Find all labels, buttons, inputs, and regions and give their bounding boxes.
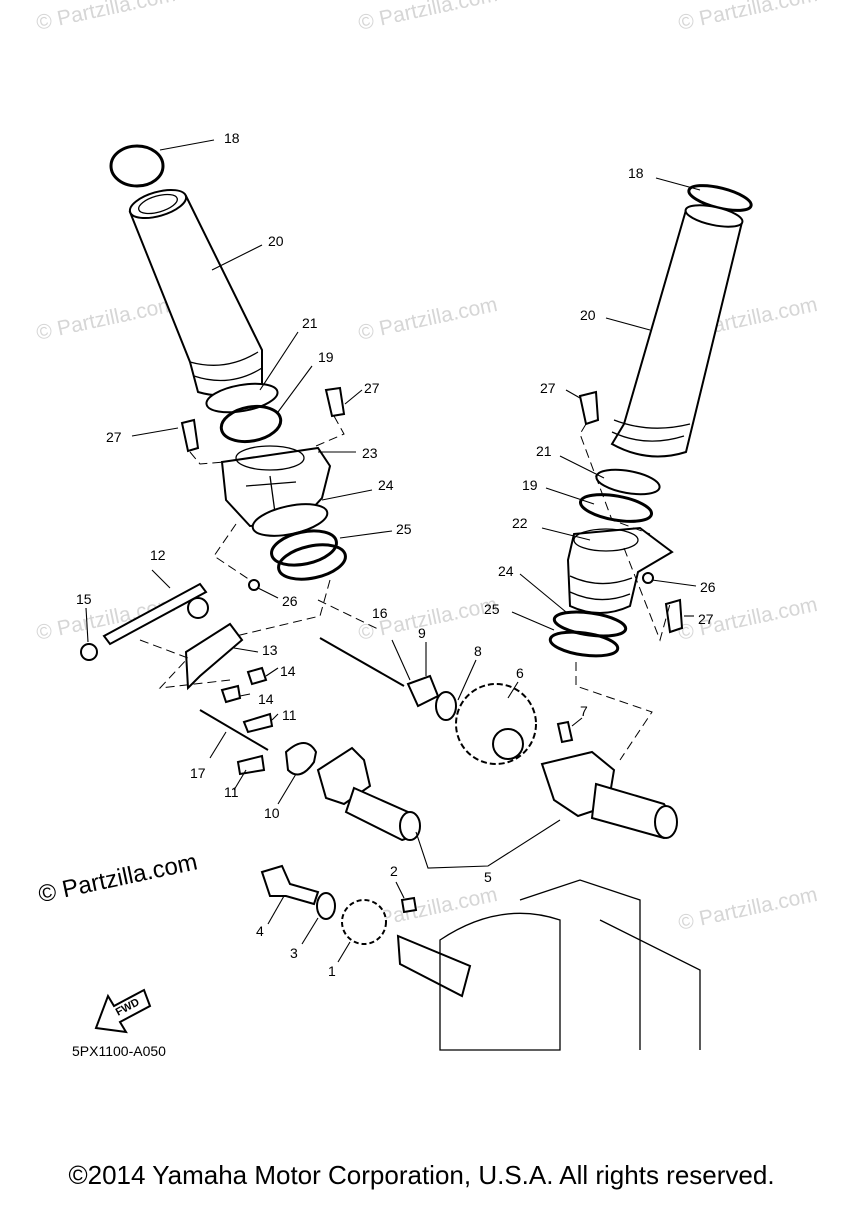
key-7 — [556, 720, 574, 744]
push-rod-tube-20-right — [610, 208, 744, 458]
callout-22: 22 — [512, 515, 528, 531]
nut-9 — [406, 674, 440, 708]
callout-24: 24 — [498, 563, 514, 579]
lifter-linkage — [80, 569, 318, 805]
callout-27: 27 — [698, 611, 714, 627]
callout-19: 19 — [318, 349, 334, 365]
callout-20: 20 — [268, 233, 284, 249]
watermark-layer: © Partzilla.com © Partzilla.com © Partzi… — [34, 0, 819, 935]
callout-21: 21 — [536, 443, 552, 459]
o-ring-19-right — [578, 493, 654, 523]
callout-11: 11 — [224, 784, 239, 800]
bolt-14-b — [220, 684, 242, 704]
watermark: © Partzilla.com — [356, 293, 499, 345]
lever-13 — [184, 622, 244, 691]
callout-25: 25 — [396, 521, 412, 537]
right-tube-assembly — [511, 177, 753, 761]
callout-25: 25 — [484, 601, 500, 617]
callout-19: 19 — [522, 477, 538, 493]
fwd-arrow-icon: FWD — [94, 988, 152, 1034]
callout-1: 1 — [328, 963, 336, 979]
push-rod-tube-20-left — [128, 194, 263, 397]
callout-23: 23 — [362, 445, 378, 461]
dowel-26-right — [642, 572, 654, 584]
left-tube-assembly — [109, 139, 393, 637]
callout-27: 27 — [106, 429, 122, 445]
o-ring-25-left-a — [270, 529, 338, 567]
callout-14: 14 — [258, 691, 274, 707]
bolt-14-a — [246, 666, 268, 686]
pin-16 — [319, 637, 405, 687]
callout-21: 21 — [302, 315, 318, 331]
camshaft-left — [316, 746, 421, 842]
callout-18: 18 — [224, 130, 240, 146]
callout-16: 16 — [372, 605, 388, 621]
callout-9: 9 — [418, 625, 426, 641]
callout-13: 13 — [262, 642, 278, 658]
crankcase-outline — [439, 912, 561, 1051]
callout-6: 6 — [516, 665, 524, 681]
callout-27: 27 — [540, 380, 556, 396]
bolt-27-left-a — [180, 418, 200, 453]
washer-3 — [316, 892, 336, 920]
watermark: © Partzilla.com — [34, 293, 177, 345]
dowel-26-left — [248, 579, 260, 591]
tube-holder-22 — [566, 526, 674, 614]
seal-21-right — [595, 468, 661, 496]
crank-gear-group — [260, 864, 701, 1051]
center-idler-group — [319, 637, 583, 765]
shaft-12 — [102, 582, 208, 646]
bolt-4 — [260, 864, 320, 906]
crankshaft — [396, 934, 472, 998]
bolt-11-b — [236, 754, 266, 776]
callout-26: 26 — [282, 593, 298, 609]
o-ring-19-left — [219, 404, 283, 444]
bolt-27-right-b — [664, 598, 684, 634]
watermark: © Partzilla.com — [676, 883, 819, 935]
diagram-code: 5PX1100-A050 — [72, 1043, 166, 1059]
key-2 — [400, 896, 418, 914]
callout-3: 3 — [290, 945, 298, 961]
callout-18: 18 — [628, 165, 644, 181]
bolt-27-right-a — [578, 390, 600, 426]
callout-15: 15 — [76, 591, 92, 607]
washer-8 — [435, 691, 457, 721]
o-ring-18-left — [109, 144, 165, 188]
watermark: © Partzilla.com — [356, 0, 499, 35]
watermark: © Partzilla.com — [676, 0, 819, 35]
copyright-footer: ©2014 Yamaha Motor Corporation, U.S.A. A… — [68, 1160, 775, 1190]
gear-1 — [341, 899, 387, 945]
callout-labels: 18 20 21 19 27 27 23 24 25 26 18 20 27 2… — [76, 130, 716, 979]
callout-10: 10 — [264, 805, 280, 821]
rod-17 — [199, 709, 269, 751]
callout-7: 7 — [580, 703, 588, 719]
washer-15 — [80, 643, 98, 661]
callout-24: 24 — [378, 477, 394, 493]
callout-26: 26 — [700, 579, 716, 595]
bolt-27-left-b — [324, 386, 346, 418]
camshaft-right — [415, 750, 678, 869]
callout-12: 12 — [150, 547, 166, 563]
o-ring-25-left-b — [277, 543, 347, 581]
plate-10 — [284, 742, 318, 776]
callout-2: 2 — [390, 863, 398, 879]
callout-11: 11 — [282, 707, 297, 723]
callout-8: 8 — [474, 643, 482, 659]
callout-5: 5 — [484, 869, 492, 885]
callout-27: 27 — [364, 380, 380, 396]
o-ring-25-right-b — [548, 630, 620, 658]
callout-20: 20 — [580, 307, 596, 323]
watermark: © Partzilla.com — [34, 0, 177, 35]
callout-4: 4 — [256, 923, 264, 939]
bolt-11-a — [242, 712, 274, 734]
callout-17: 17 — [190, 765, 206, 781]
callout-14: 14 — [280, 663, 296, 679]
